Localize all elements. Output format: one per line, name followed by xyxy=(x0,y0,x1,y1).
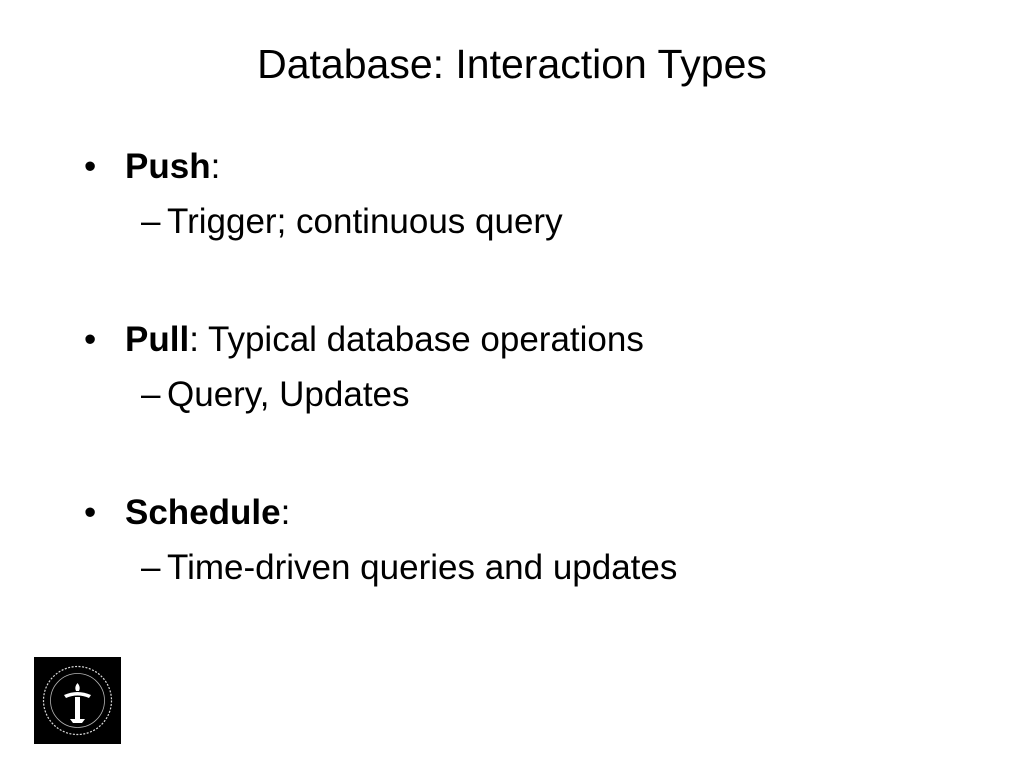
bullet-dot: • xyxy=(84,147,97,186)
bullet-dot: • xyxy=(84,493,97,532)
bullet-term: Push xyxy=(125,147,211,186)
sub-bullet-text: Time-driven queries and updates xyxy=(167,548,678,587)
sub-bullet-pull: – Query, Updates xyxy=(84,371,984,419)
bullet-text: : xyxy=(280,493,291,532)
bullet-text: : xyxy=(210,147,221,186)
slide-title: Database: Interaction Types xyxy=(257,41,767,87)
sub-bullet-text: Query, Updates xyxy=(167,375,410,414)
sub-bullet-text: Trigger; continuous query xyxy=(167,202,563,241)
bullet-term: Pull xyxy=(125,320,190,359)
sub-bullet-dash: – xyxy=(141,375,161,414)
seal-torch-mark xyxy=(64,683,91,723)
bullet-dot: • xyxy=(84,320,97,359)
seal-graphic xyxy=(34,657,121,744)
spacer xyxy=(84,419,984,489)
seal-inner-ring xyxy=(50,673,105,728)
bullet-schedule: • Schedule: xyxy=(84,489,984,537)
sub-bullet-dash: – xyxy=(141,202,161,241)
seal-outer-ring xyxy=(42,665,113,736)
bullet-pull: • Pull: Typical database operations xyxy=(84,316,984,364)
sub-bullet-schedule: – Time-driven queries and updates xyxy=(84,544,984,592)
spacer xyxy=(84,246,984,316)
university-seal-icon xyxy=(34,657,121,744)
bullet-term: Schedule xyxy=(125,493,281,532)
sub-bullet-dash: – xyxy=(141,548,161,587)
bullet-push: • Push: xyxy=(84,143,984,191)
sub-bullet-push: – Trigger; continuous query xyxy=(84,198,984,246)
slide-body: • Push: – Trigger; continuous query • Pu… xyxy=(84,143,984,592)
bullet-text: : Typical database operations xyxy=(189,320,644,359)
